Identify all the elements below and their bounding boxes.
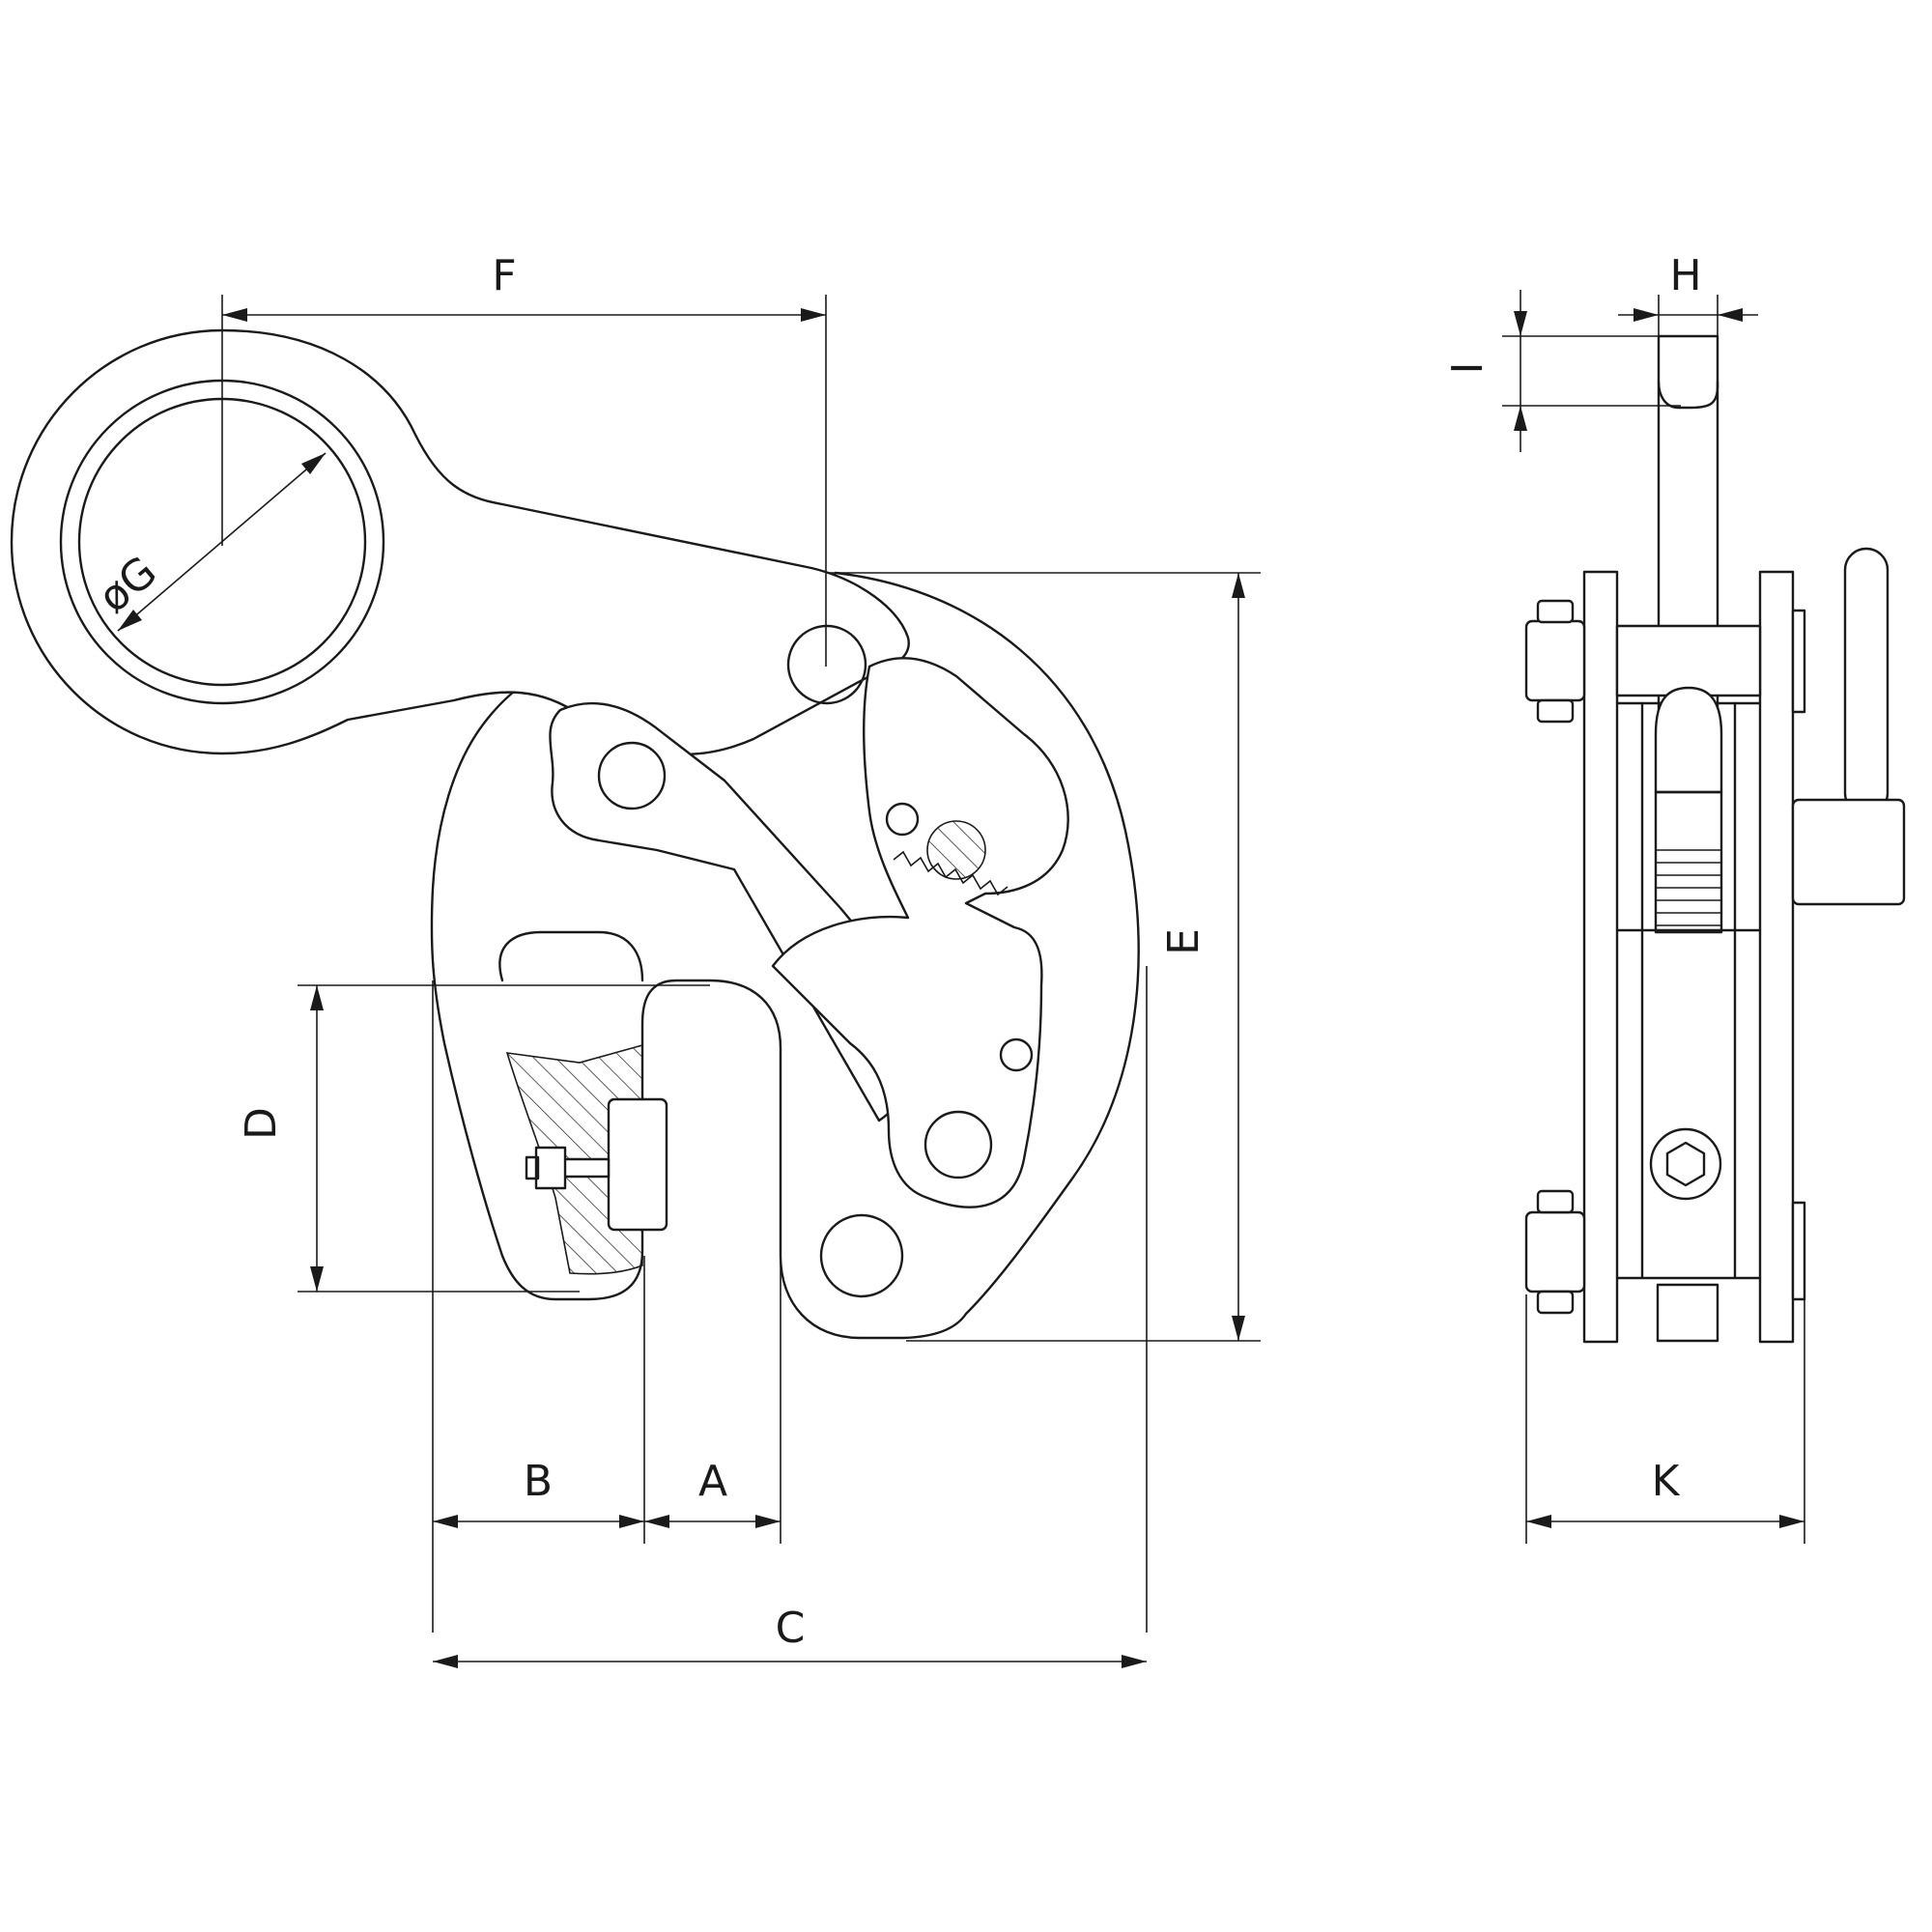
cam-segment — [771, 657, 1069, 1208]
side-spring — [1656, 849, 1721, 926]
side-eye-bar — [1657, 334, 1719, 410]
lifting-eye — [10, 328, 910, 755]
label-i: I — [1443, 362, 1492, 375]
top-bolt-shaft — [1615, 624, 1762, 697]
label-h: H — [1669, 251, 1701, 300]
fixed-pad-recess — [498, 930, 644, 982]
pad-screw — [525, 1146, 611, 1190]
handle-base — [1791, 798, 1906, 906]
side-dimensions — [1502, 290, 1805, 1544]
bottom-bolt-head — [1524, 1210, 1586, 1293]
bottom-nut — [1791, 1201, 1806, 1301]
front-dimensions — [117, 295, 1261, 1668]
side-view — [1524, 334, 1906, 1344]
left-side-plate — [1582, 570, 1619, 1344]
label-b: B — [524, 1457, 553, 1506]
label-a: A — [698, 1457, 727, 1506]
label-c: C — [776, 1604, 806, 1653]
side-lever — [1654, 686, 1723, 794]
upper-pivot-hole — [786, 624, 867, 705]
lower-pivot-hole — [923, 1110, 993, 1179]
label-k: K — [1652, 1457, 1681, 1506]
bottom-spacer — [1656, 1283, 1719, 1343]
right-side-plate — [1758, 570, 1795, 1344]
label-f: F — [492, 251, 516, 300]
top-nut — [1791, 609, 1806, 714]
link-pivot-hole — [597, 741, 667, 810]
label-d: D — [237, 1107, 286, 1140]
label-e: E — [1159, 928, 1208, 955]
cam-pin-section — [926, 820, 986, 880]
front-view — [10, 328, 1140, 1340]
hex-socket-screw — [1649, 1127, 1722, 1201]
handle-grip — [1843, 547, 1889, 816]
pad-block — [607, 1097, 668, 1232]
cam-small-hole — [885, 802, 920, 837]
bottom-pivot-hole — [819, 1213, 904, 1298]
small-cam-hole — [999, 1037, 1034, 1072]
top-bolt-head — [1524, 619, 1586, 702]
